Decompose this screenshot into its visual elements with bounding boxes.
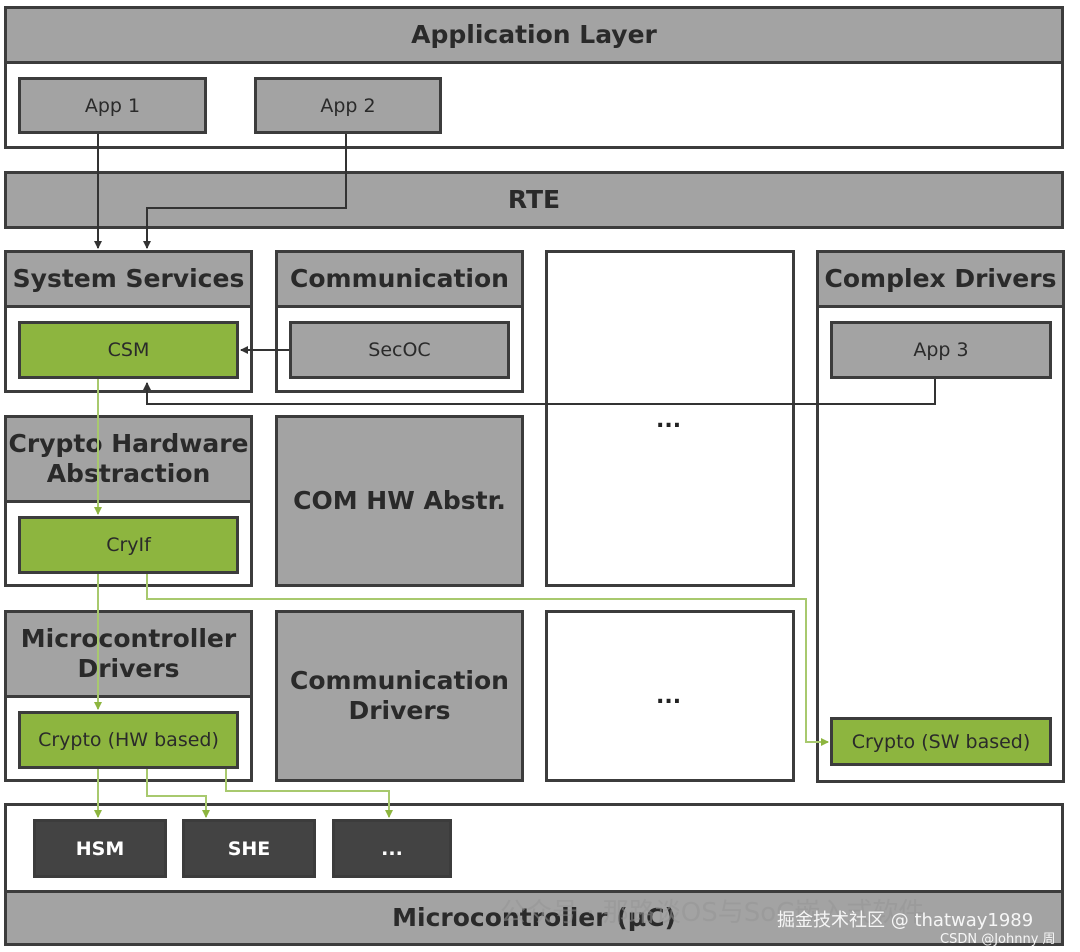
csm-label: CSM <box>107 339 150 361</box>
application-layer-title: Application Layer <box>411 20 657 49</box>
watermark-csdn: CSDN @Johnny 周 <box>940 932 1056 947</box>
communication-header: Communication <box>275 250 524 308</box>
complex-drivers-title: Complex Drivers <box>824 264 1057 293</box>
middle-upper-box <box>545 250 795 587</box>
app1-box: App 1 <box>18 77 207 134</box>
microcontroller-drivers-header: Microcontroller Drivers <box>4 610 253 698</box>
middle-lower-box <box>545 610 795 782</box>
app3-label: App 3 <box>913 339 969 361</box>
rte-bar: RTE <box>4 171 1064 229</box>
microcontroller-drivers-title-line1: Microcontroller <box>20 624 237 653</box>
app3-box: App 3 <box>830 321 1052 379</box>
complex-drivers-header: Complex Drivers <box>816 250 1065 308</box>
secoc-box: SecOC <box>289 321 510 379</box>
cryif-label: CryIf <box>106 534 151 556</box>
communication-drivers-box: Communication Drivers <box>275 610 524 782</box>
crypto-hw-abstraction-title-line1: Crypto Hardware <box>8 429 249 458</box>
arrow-app2-to-csm <box>143 134 347 249</box>
crypto-hw-abstraction-header: Crypto Hardware Abstraction <box>4 415 253 503</box>
crypto-hw-abstraction-title-line2: Abstraction <box>46 459 211 488</box>
watermark-juejin: 掘金技术社区 @ thatway1989 <box>777 910 1034 931</box>
rte-title: RTE <box>507 185 561 214</box>
microcontroller-drivers-title-line2: Drivers <box>77 654 180 683</box>
watermark-wechat: 公众号 · 那路谈OS与SoC嵌入式软件 <box>500 898 925 928</box>
arrow-crypto-hw-to-she <box>146 769 210 818</box>
hsm-label: HSM <box>75 837 125 860</box>
cryif-box: CryIf <box>18 516 239 574</box>
crypto-hw-label: Crypto (HW based) <box>38 729 219 751</box>
secoc-label: SecOC <box>368 339 431 361</box>
application-layer-header: Application Layer <box>4 6 1064 64</box>
app1-label: App 1 <box>84 94 141 117</box>
csm-box: CSM <box>18 321 239 379</box>
more-hw-label: ... <box>381 837 403 860</box>
com-hw-abstr-title: COM HW Abstr. <box>293 486 506 515</box>
com-hw-abstr-box: COM HW Abstr. <box>275 415 524 587</box>
microcontroller-bar: Microcontroller (µC) <box>4 890 1064 946</box>
communication-drivers-title-line1: Communication <box>290 666 509 695</box>
arrow-crypto-hw-to-more <box>225 769 393 818</box>
middle-upper-ellipsis: ... <box>656 408 682 433</box>
middle-lower-ellipsis: ... <box>656 684 682 709</box>
app2-label: App 2 <box>320 94 376 117</box>
more-hw-block: ... <box>332 819 452 878</box>
app2-box: App 2 <box>254 77 442 134</box>
system-services-title: System Services <box>12 264 245 293</box>
system-services-header: System Services <box>4 250 253 308</box>
communication-title: Communication <box>290 264 509 293</box>
she-label: SHE <box>227 837 271 860</box>
crypto-hw-box: Crypto (HW based) <box>18 711 239 769</box>
she-block: SHE <box>182 819 316 878</box>
arrow-cryif-to-crypto-sw <box>146 574 829 746</box>
microcontroller-title: Microcontroller (µC) <box>392 903 676 932</box>
crypto-sw-label: Crypto (SW based) <box>851 730 1031 753</box>
communication-drivers-title-line2: Drivers <box>348 696 451 725</box>
arrow-app3-to-csm <box>143 379 936 405</box>
microcontroller-hw-area <box>4 803 1064 893</box>
crypto-sw-box: Crypto (SW based) <box>830 717 1052 766</box>
hsm-block: HSM <box>33 819 167 878</box>
